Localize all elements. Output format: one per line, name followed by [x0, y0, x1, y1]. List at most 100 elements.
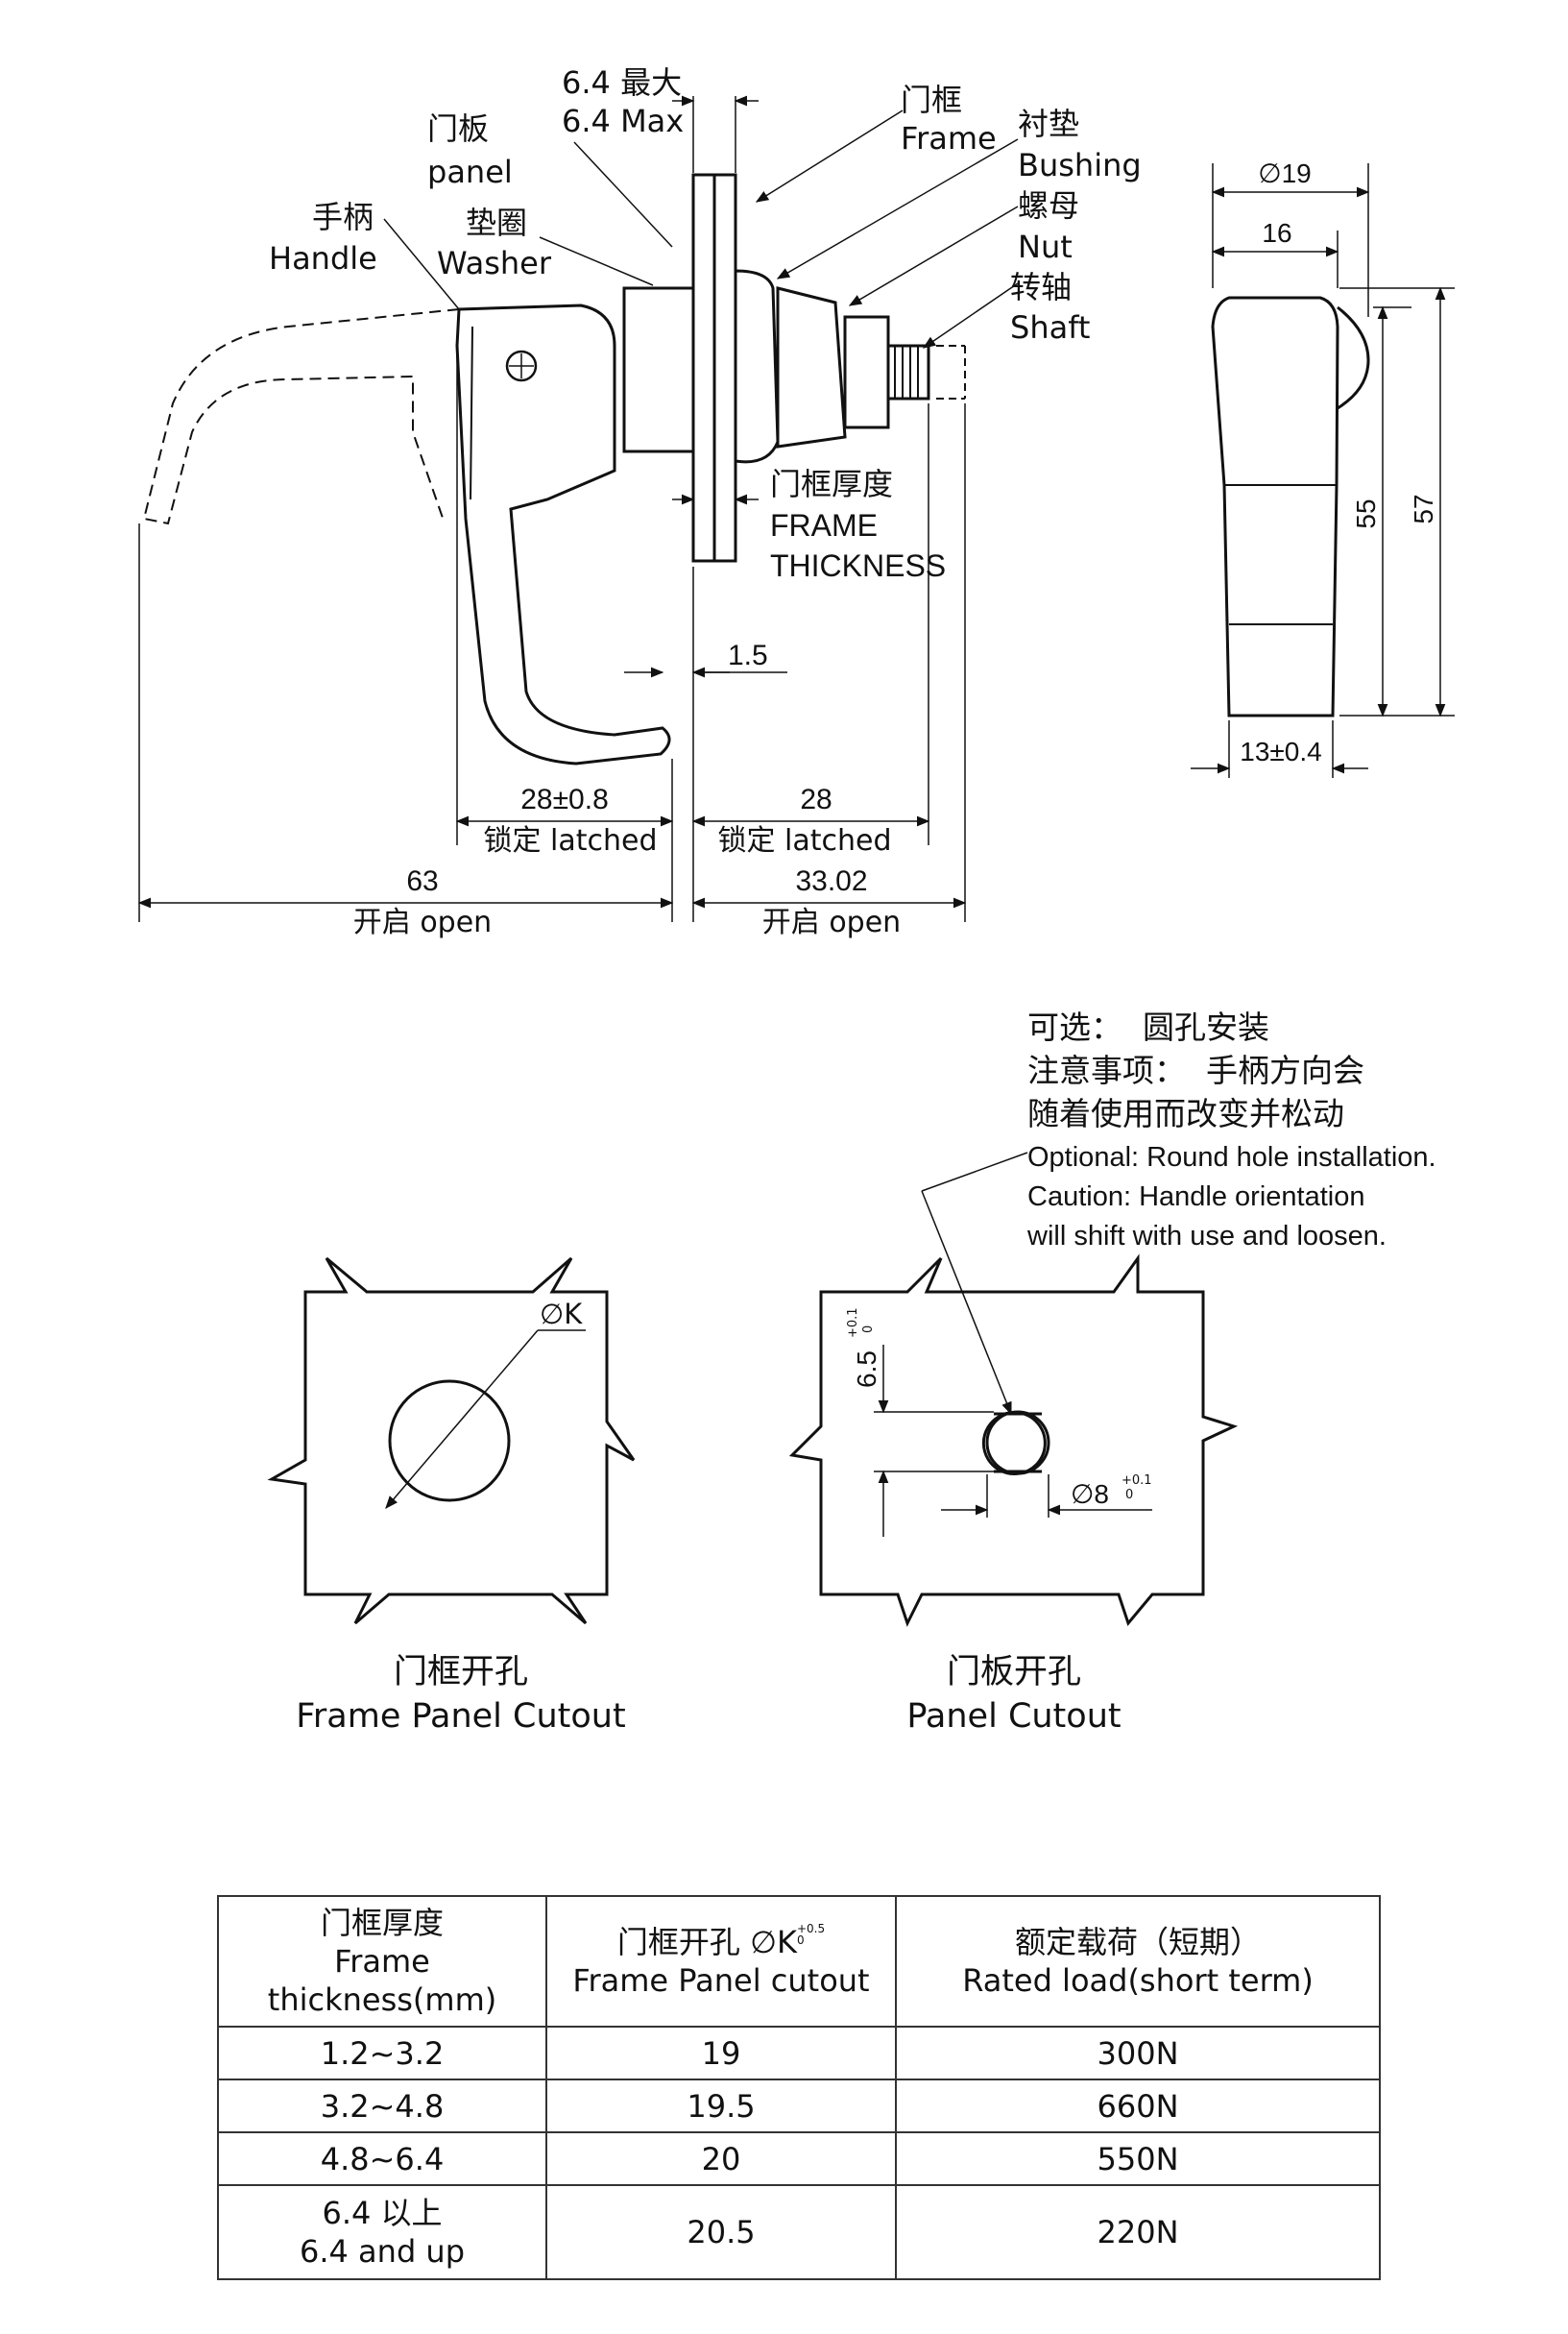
label-panel-en: panel	[427, 154, 513, 190]
panel-cutout-dim-vertical: 6.5	[852, 1350, 881, 1388]
cell-load: 660N	[895, 2079, 1381, 2133]
header-thickness: 门框厚度 Frame thickness(mm)	[217, 1895, 547, 2028]
cell-cutout: 19.5	[545, 2079, 897, 2133]
front-view-labels: ∅19 16 55 57 13±0.4	[1240, 158, 1438, 766]
panel-cutout-outline	[788, 1253, 1239, 1627]
label-frame-cn: 门框	[901, 82, 962, 118]
header-cutout-tol-upper: +0.5	[796, 1922, 826, 1935]
cell-thickness: 4.8~6.4	[217, 2131, 547, 2186]
frame-cutout-caption: 门框开孔 Frame Panel Cutout	[269, 1650, 653, 1738]
cell-load: 220N	[895, 2184, 1381, 2280]
label-handle-cn: 手柄	[312, 199, 374, 235]
frame-cutout-title-en: Frame Panel Cutout	[296, 1697, 626, 1736]
nut-hex	[843, 315, 890, 429]
label-frame-thickness-en2: THICKNESS	[770, 548, 946, 583]
bushing	[734, 269, 780, 464]
panel-cutout-hole	[981, 1411, 1047, 1475]
dim-front-height-inner: 55	[1351, 498, 1381, 528]
cell-load: 550N	[895, 2131, 1381, 2186]
cell-cutout: 20.5	[545, 2184, 897, 2280]
label-shaft-en: Shaft	[1010, 309, 1090, 346]
header-cutout-cn: 门框开孔 ∅K	[616, 1924, 797, 1960]
handle-open-outline	[142, 308, 460, 525]
frame-cutout	[267, 1256, 636, 1625]
handle-outline	[455, 304, 671, 766]
label-6-4-max-cn: 6.4 最大	[562, 64, 682, 101]
label-nut-en: Nut	[1018, 229, 1073, 265]
panel-cutout-dim-vertical-tol-upper: +0.1	[846, 1307, 860, 1338]
dim-latched-right: 28	[800, 784, 832, 815]
dim-latched-left: 28±0.8	[520, 784, 609, 815]
label-bushing-cn: 衬垫	[1018, 106, 1079, 142]
cell-cutout: 19	[545, 2026, 897, 2080]
dim-open-right-caption: 开启 open	[762, 906, 901, 939]
cell-cutout: 20	[545, 2131, 897, 2186]
header-load-cn: 额定载荷（短期）	[1014, 1924, 1261, 1960]
shaft	[886, 344, 930, 401]
panel-plate	[691, 173, 716, 563]
frame-cutout-title-cn: 门框开孔	[393, 1653, 528, 1691]
dim-front-width-bottom: 13±0.4	[1240, 737, 1321, 766]
label-panel-cn: 门板	[427, 110, 489, 147]
label-frame-thickness-en1: FRAME	[770, 508, 878, 543]
dim-open-left-caption: 开启 open	[353, 906, 492, 939]
label-washer-cn: 垫圈	[466, 205, 527, 241]
label-6-4-max-en: 6.4 Max	[562, 103, 684, 139]
label-handle-en: Handle	[269, 240, 377, 277]
front-knob	[1337, 305, 1370, 410]
cell-thickness-en: 6.4 and up	[299, 2233, 466, 2270]
cell-thickness: 3.2~4.8	[217, 2079, 547, 2133]
dim-gap: 1.5	[728, 640, 768, 671]
cell-thickness: 1.2~3.2	[217, 2026, 547, 2080]
side-view-labels: 6.4 最大 6.4 Max 门板 panel 门框 Frame 衬垫 Bush…	[269, 64, 1142, 939]
panel-cutout-dim-dia-tol-upper: +0.1	[1122, 1473, 1152, 1488]
front-view	[1191, 163, 1455, 778]
panel-cutout-dim-vertical-tol-lower: 0	[861, 1325, 876, 1333]
note-en-line1: Optional: Round hole installation.	[1027, 1142, 1436, 1173]
panel-cutout-caption: 门板开孔 Panel Cutout	[822, 1650, 1206, 1738]
dim-front-dia: ∅19	[1258, 158, 1312, 188]
panel-cutout-labels: 6.5 +0.1 0 ∅8 +0.1 0	[846, 1307, 1152, 1509]
header-cutout-tol-lower: 0	[796, 1933, 805, 1947]
table-row: 3.2~4.8 19.5 660N	[217, 2079, 1381, 2133]
note-en-line3: will shift with use and loosen.	[1027, 1221, 1387, 1252]
front-handle-outline	[1211, 296, 1339, 717]
washer-block	[622, 286, 695, 453]
table-row: 4.8~6.4 20 550N	[217, 2131, 1381, 2186]
handle-pivot-circle	[505, 350, 538, 382]
note-en-line2: Caution: Handle orientation	[1027, 1181, 1365, 1212]
note-cn-line2: 注意事项： 手柄方向会	[1027, 1052, 1364, 1089]
frame-cutout-hole	[388, 1379, 511, 1502]
dim-open-right: 33.02	[795, 865, 867, 897]
header-load-en: Rated load(short term)	[962, 1962, 1314, 1999]
nut-body	[776, 286, 847, 449]
frame-cutout-dim: ∅K	[540, 1298, 583, 1330]
label-frame-thickness-cn: 门框厚度	[770, 466, 893, 502]
frame-plate	[712, 173, 737, 563]
header-thickness-en: Frame thickness(mm)	[267, 1943, 497, 2018]
cell-thickness-cn: 6.4 以上	[322, 2195, 443, 2231]
label-washer-en: Washer	[437, 245, 552, 281]
header-load: 额定载荷（短期） Rated load(short term)	[895, 1895, 1381, 2028]
label-nut-cn: 螺母	[1018, 187, 1079, 224]
frame-cutout-outline	[267, 1256, 636, 1625]
side-view	[137, 95, 1019, 922]
dim-front-height-outer: 57	[1409, 494, 1438, 523]
header-cutout-en: Frame Panel cutout	[572, 1962, 870, 1999]
table-row: 1.2~3.2 19 300N	[217, 2026, 1381, 2080]
panel-cutout	[788, 1152, 1239, 1627]
dim-latched-right-caption: 锁定 latched	[717, 824, 891, 858]
cell-thickness: 6.4 以上 6.4 and up	[217, 2184, 547, 2280]
table-row: 6.4 以上 6.4 and up 20.5 220N	[217, 2184, 1381, 2280]
cell-load: 300N	[895, 2026, 1381, 2080]
panel-cutout-dim-dia: ∅8	[1071, 1479, 1109, 1509]
note-cn-line3: 随着使用而改变并松动	[1027, 1095, 1344, 1132]
panel-cutout-title-en: Panel Cutout	[906, 1697, 1122, 1736]
header-thickness-cn: 门框厚度	[320, 1905, 444, 1941]
panel-cutout-dim-dia-tol-lower: 0	[1125, 1488, 1133, 1502]
